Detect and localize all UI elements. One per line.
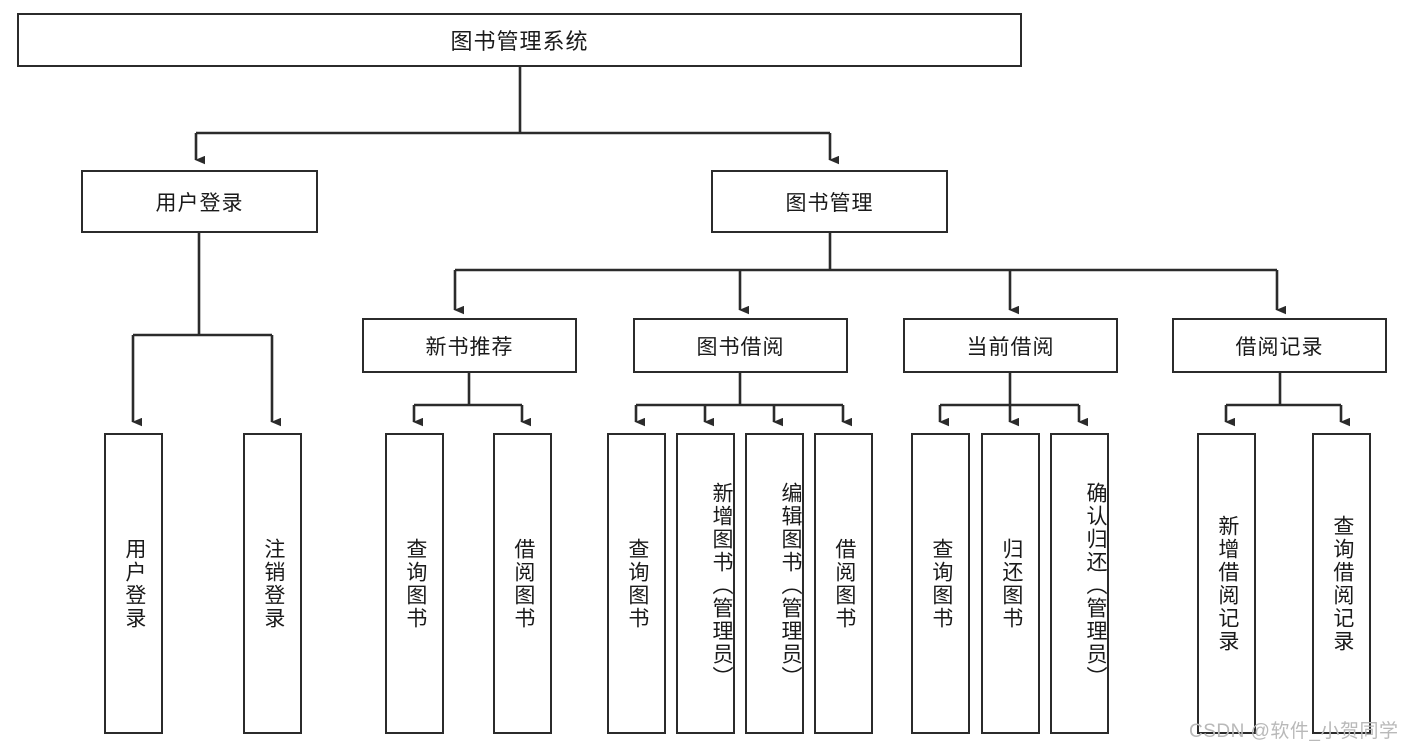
node-user-login[interactable]: 用户登录: [81, 170, 318, 233]
node-book-management[interactable]: 图书管理: [711, 170, 948, 233]
leaf-new-book-query[interactable]: 查询图书: [385, 433, 444, 734]
leaf-new-book-borrow[interactable]: 借阅图书: [493, 433, 552, 734]
leaf-borrow-borrow-book[interactable]: 借阅图书: [814, 433, 873, 734]
leaf-user-login-login[interactable]: 用户登录: [104, 433, 163, 734]
leaf-borrow-edit-book-admin[interactable]: 编辑图书（管理员）: [745, 433, 804, 734]
node-book-borrow[interactable]: 图书借阅: [633, 318, 848, 373]
leaf-current-query-book[interactable]: 查询图书: [911, 433, 970, 734]
leaf-current-confirm-return-admin[interactable]: 确认归还（管理员）: [1050, 433, 1109, 734]
leaf-borrow-query-book[interactable]: 查询图书: [607, 433, 666, 734]
leaf-record-add-record[interactable]: 新增借阅记录: [1197, 433, 1256, 734]
node-new-book-recommend[interactable]: 新书推荐: [362, 318, 577, 373]
node-borrow-record[interactable]: 借阅记录: [1172, 318, 1387, 373]
node-current-borrow[interactable]: 当前借阅: [903, 318, 1118, 373]
leaf-borrow-add-book-admin[interactable]: 新增图书（管理员）: [676, 433, 735, 734]
leaf-record-query-record[interactable]: 查询借阅记录: [1312, 433, 1371, 734]
leaf-user-login-logout[interactable]: 注销登录: [243, 433, 302, 734]
node-root-system[interactable]: 图书管理系统: [17, 13, 1022, 67]
leaf-current-return-book[interactable]: 归还图书: [981, 433, 1040, 734]
